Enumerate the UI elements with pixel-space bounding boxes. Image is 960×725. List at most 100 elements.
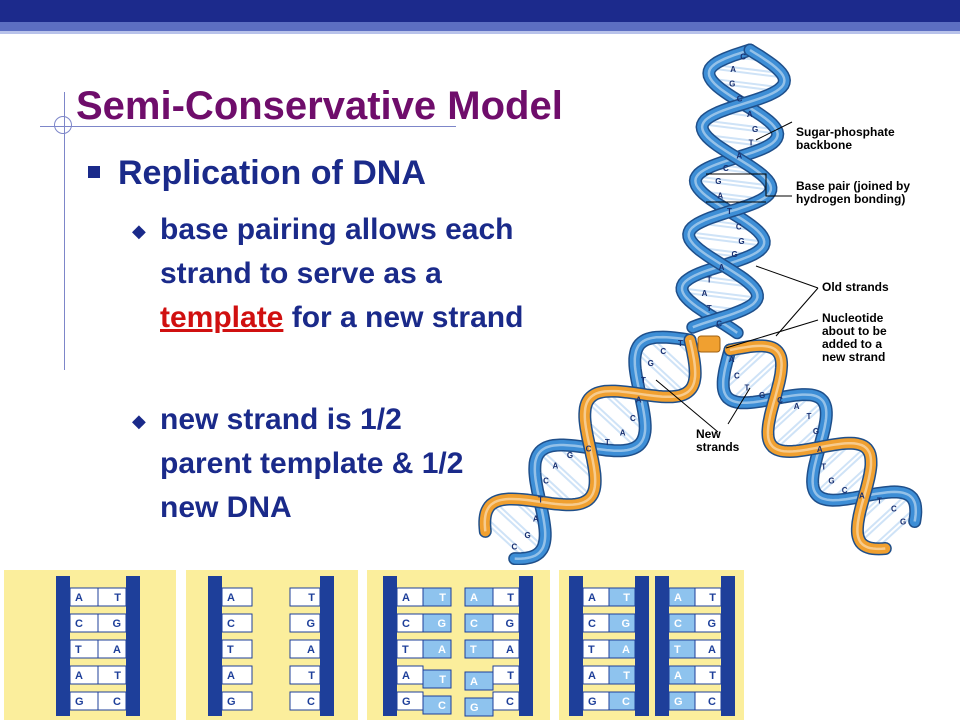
crosshair-icon xyxy=(54,116,72,134)
panel3-right-base-shape xyxy=(493,588,519,606)
label-nucleotide: new strand xyxy=(822,350,885,364)
label-basepair: Base pair (joined by xyxy=(796,179,910,193)
header-bar xyxy=(0,0,960,22)
parent-helix-base-letter: G xyxy=(715,177,721,186)
label-new-strands: New xyxy=(696,427,721,441)
leader-old-1 xyxy=(756,266,818,288)
nucleotide-piece xyxy=(698,336,720,352)
panel2-right-base-shape xyxy=(290,666,320,684)
panel4-newright-base-shape xyxy=(669,588,695,606)
right-daughter-helix-base-letter: T xyxy=(745,384,750,393)
parent-helix-base-letter: G xyxy=(729,79,735,88)
panel4-left-base-letter: A xyxy=(588,670,596,682)
left-daughter-helix-base-letter: T xyxy=(641,376,646,385)
left-daughter-helix-base-letter: G xyxy=(648,359,654,368)
parent-helix-base-letter: A xyxy=(719,263,725,272)
panel3-left-base-letter: T xyxy=(402,644,409,656)
right-daughter-helix-base-letter: G xyxy=(813,427,819,436)
panel2-right-backbone xyxy=(320,576,334,716)
panel4-right-base-letter: T xyxy=(709,592,716,604)
bullet-level1-text: Replication of DNA xyxy=(118,154,426,192)
bullet-new-strand: ◆ new strand is 1/2 parent template & 1/… xyxy=(160,398,480,530)
panel1-left-base-letter: G xyxy=(75,696,84,708)
diamond-bullet-icon: ◆ xyxy=(132,222,146,240)
panel3-left-base-letter: C xyxy=(402,618,410,630)
panel1-right-base-shape xyxy=(98,640,126,658)
panel1-right-base-letter: T xyxy=(114,592,121,604)
template-link[interactable]: template xyxy=(160,301,283,334)
panel2-right-base-shape xyxy=(290,614,320,632)
left-daughter-helix-base-letter: C xyxy=(660,347,666,356)
parent-helix-base-letter: A xyxy=(717,192,723,201)
panel4-left-base-letter: G xyxy=(588,696,597,708)
panel4-right-base-letter: G xyxy=(707,618,716,630)
parent-helix-base-letter: C xyxy=(716,319,722,328)
right-daughter-helix-base-letter: C xyxy=(891,505,897,514)
right-daughter-helix-base-letter: A xyxy=(859,491,865,500)
panel4-newleft-base-letter: T xyxy=(623,592,630,604)
panel4-newright-base-letter: A xyxy=(674,670,682,682)
right-daughter-helix-base-letter: T xyxy=(807,412,812,421)
parent-helix-base-letter: T xyxy=(749,139,754,148)
header-bar-accent xyxy=(0,22,960,31)
panel3-right-backbone xyxy=(519,576,533,716)
panel4-left-base-letter: T xyxy=(588,644,595,656)
label-old-strands: Old strands xyxy=(822,280,889,294)
panel4-right-base-letter: A xyxy=(708,644,716,656)
panel3-free-left-base-letter: T xyxy=(439,674,446,686)
parent-helix-base-letter: A xyxy=(702,289,708,298)
panel1-right-base-letter: A xyxy=(113,644,121,656)
label-backbone: backbone xyxy=(796,138,852,152)
panel3-free-right-base-letter: G xyxy=(470,702,479,714)
panel1-left-backbone xyxy=(56,576,70,716)
panel4-newleft-base-letter: C xyxy=(622,696,630,708)
label-nucleotide: added to a xyxy=(822,337,882,351)
parent-helix-base-letter: G xyxy=(752,125,758,134)
panel4-right-base-letter: T xyxy=(709,670,716,682)
right-daughter-helix-base-letter: A xyxy=(729,355,735,364)
panel4-newright-base-letter: A xyxy=(674,592,682,604)
right-daughter-helix-base-letter: G xyxy=(759,391,765,400)
panel4-left-base-shape xyxy=(583,614,609,632)
left-daughter-helix-base-letter: A xyxy=(533,515,539,524)
panel3-free-right-base-letter: C xyxy=(470,618,478,630)
parent-helix-base-letter: T xyxy=(727,207,732,216)
panel3-free-right-base-letter: A xyxy=(470,676,478,688)
square-bullet-icon xyxy=(88,166,100,178)
panel4-right-base-letter: C xyxy=(708,696,716,708)
panel2-right-base-shape xyxy=(290,588,320,606)
panel3-left-base-letter: A xyxy=(402,670,410,682)
label-new-strands: strands xyxy=(696,440,740,454)
panel3-right-base-letter: T xyxy=(507,592,514,604)
bullet-new-strand-text: new strand is 1/2 parent template & 1/2 … xyxy=(160,403,463,524)
right-daughter-helix-base-letter: G xyxy=(900,517,906,526)
panel4-newright-base-letter: T xyxy=(674,644,681,656)
parent-helix-base-letter: C xyxy=(723,164,729,173)
parent-helix-base-letter: C xyxy=(740,52,746,61)
panel2-left-base-letter: C xyxy=(227,618,235,630)
left-daughter-helix-base-letter: T xyxy=(605,438,610,447)
panel4-left-base-letter: C xyxy=(588,618,596,630)
panel3-left-base-letter: G xyxy=(402,696,411,708)
left-daughter-helix-rung-core xyxy=(493,503,542,549)
parent-helix-base-letter: C xyxy=(737,94,743,103)
panel2-left-base-letter: A xyxy=(227,592,235,604)
panel4-newright-base-letter: C xyxy=(674,618,682,630)
panel1-right-backbone xyxy=(126,576,140,716)
panel3-left-backbone xyxy=(383,576,397,716)
panel4-right-base-shape xyxy=(695,588,721,606)
panel4-newleft-base-letter: A xyxy=(622,644,630,656)
parent-helix-base-letter: G xyxy=(731,250,737,259)
panel1-left-base-letter: C xyxy=(75,618,83,630)
panel3-free-left-base-letter: T xyxy=(439,592,446,604)
panel4-newleft-base-letter: T xyxy=(623,670,630,682)
panel2-right-base-letter: T xyxy=(308,592,315,604)
parent-helix-base-letter: A xyxy=(730,65,736,74)
panel3-right-base-letter: G xyxy=(505,618,514,630)
panel4-left-old-backbone xyxy=(569,576,583,716)
panel2-left-backbone xyxy=(208,576,222,716)
parent-helix-base-letter: C xyxy=(736,222,742,231)
header-bar-light xyxy=(0,31,960,34)
